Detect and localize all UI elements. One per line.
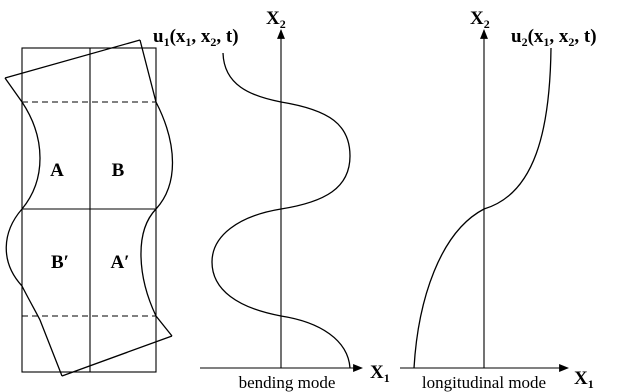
longitudinal-mode-caption: longitudinal mode <box>422 373 546 392</box>
block-diagram: A B B′ A′ <box>4 39 174 377</box>
region-label-a: A <box>50 160 64 181</box>
region-label-b: B <box>112 160 125 181</box>
u2-function-label: u2(x1, x2, t) <box>511 26 597 49</box>
deformed-bottom-edge <box>61 335 173 377</box>
bending-x2-label: X2 <box>266 8 286 31</box>
longitudinal-x2-label: X2 <box>470 8 490 31</box>
bending-mode-curve <box>211 52 351 369</box>
bending-mode-caption: bending mode <box>239 373 336 392</box>
bending-x1-label: X1 <box>370 362 390 385</box>
region-label-b-prime: B′ <box>51 252 69 273</box>
deformed-right-edge <box>139 39 174 337</box>
region-label-a-prime: A′ <box>110 252 129 273</box>
u1-function-label: u1(x1, x2, t) <box>153 26 239 49</box>
longitudinal-mode-plot: X2 X1 u2(x1, x2, t) longitudinal mode <box>400 8 597 392</box>
deformed-top-edge <box>4 39 141 79</box>
undeformed-block <box>21 47 157 373</box>
longitudinal-mode-curve <box>413 47 552 369</box>
longitudinal-x1-label: X1 <box>574 368 594 391</box>
deformed-left-edge <box>4 77 63 377</box>
bending-mode-plot: X2 X1 u1(x1, x2, t) bending mode <box>153 8 390 392</box>
